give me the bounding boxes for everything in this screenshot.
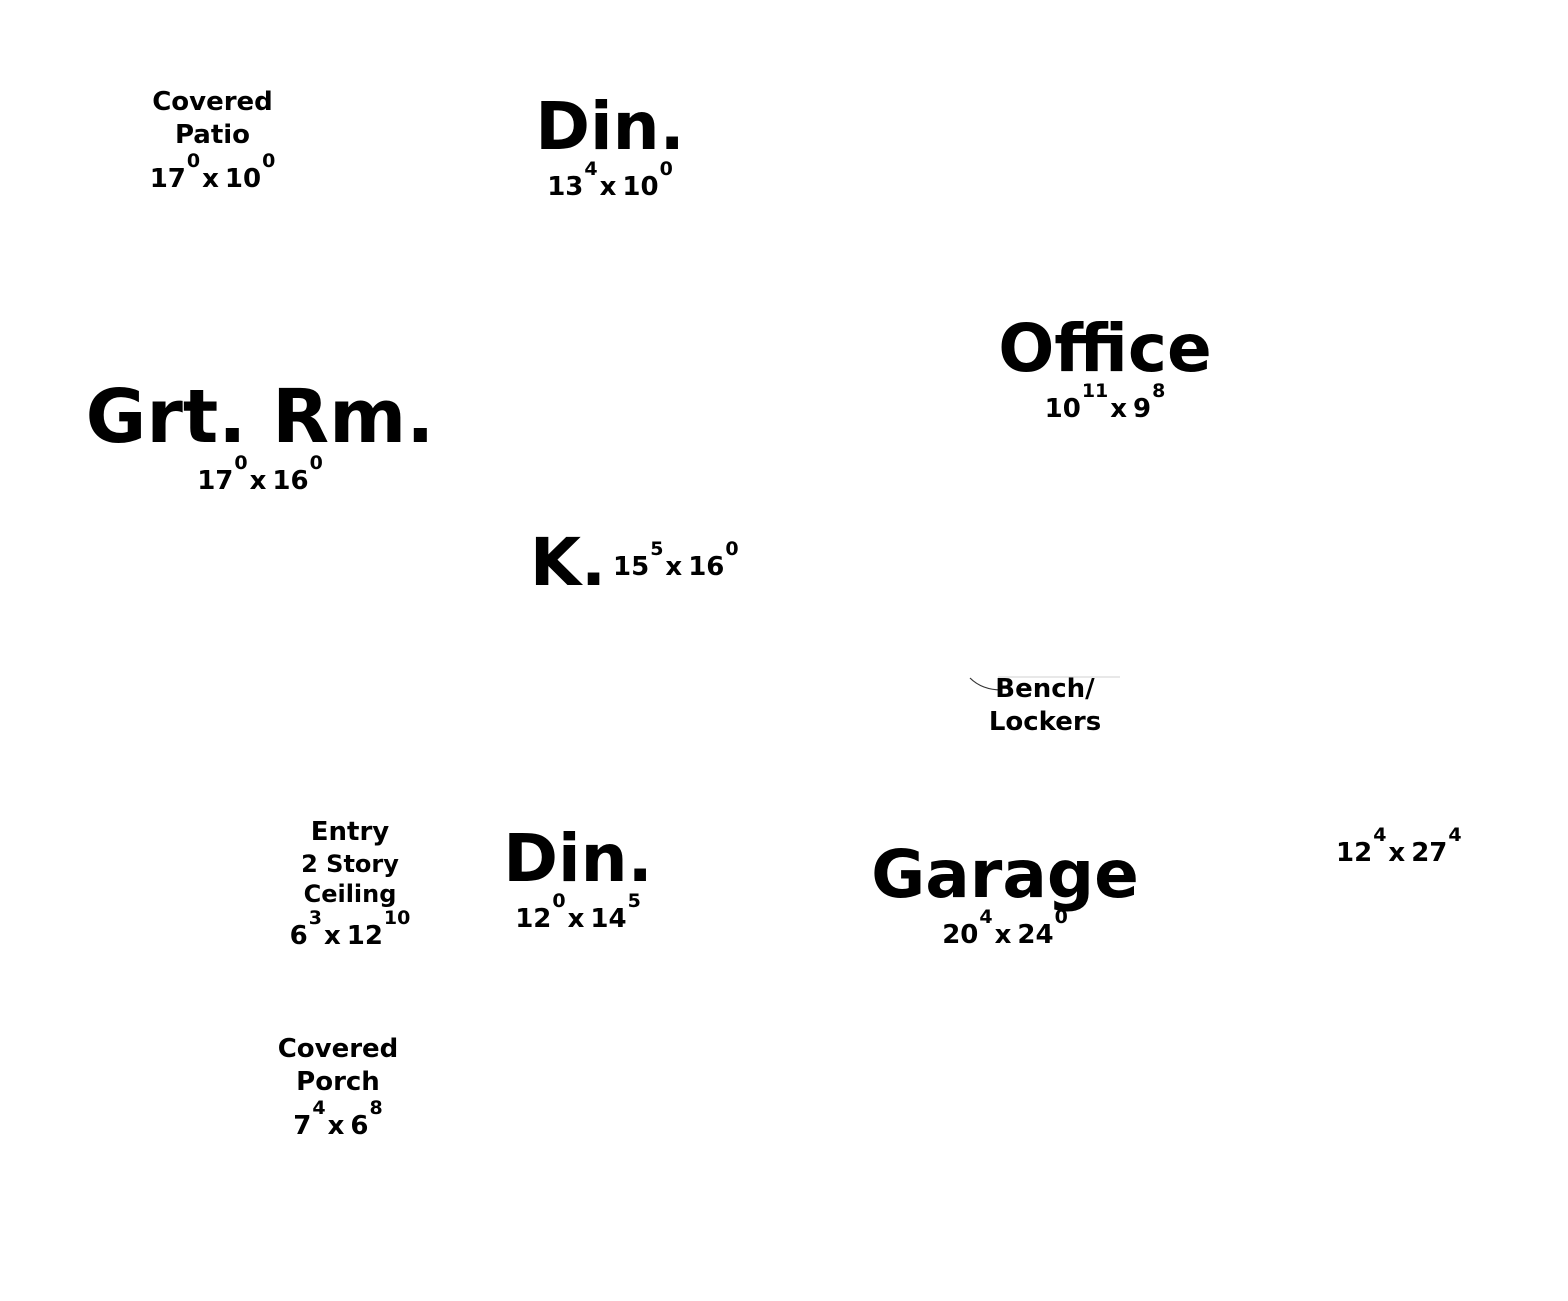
room-label-line: Porch [296,1066,380,1097]
depth-inches: 0 [309,452,323,474]
room-label: Garage [871,836,1139,913]
depth-feet: 14 [590,904,627,934]
width-feet: 10 [1044,394,1081,424]
dimension-separator: x [665,552,683,582]
width-inches: 5 [650,538,664,560]
width-inches: 4 [979,906,993,928]
depth-feet: 10 [224,163,262,194]
width-inches: 4 [312,1096,326,1119]
room-label-line: Ceiling [303,879,397,908]
dimension-separator: x [202,163,219,194]
room-label-line: 2 Story [301,849,399,878]
room-label-line: Covered [152,87,273,117]
dimension-separator: x [1110,394,1128,424]
room-label: Grt. Rm. [85,374,435,460]
width-feet: 6 [289,920,308,951]
width-feet: 12 [1336,838,1373,868]
room-label: Din. [535,88,685,165]
room-label-line: Patio [174,119,251,150]
width-inches: 11 [1081,380,1109,402]
width-inches: 4 [584,158,598,180]
width-feet: 13 [547,172,584,202]
depth-feet: 16 [272,466,309,496]
dimension-separator: x [567,904,585,934]
room-bench-lockers: Bench/ Lockers [975,673,1115,739]
depth-feet: 10 [622,172,659,202]
room-label: K. [529,524,607,601]
dimension-separator: x [249,466,267,496]
depth-inches: 0 [1054,906,1068,928]
depth-inches: 5 [627,890,641,912]
room-label: Office [998,310,1212,387]
depth-inches: 0 [725,538,739,560]
depth-feet: 16 [688,552,725,582]
depth-feet: 12 [346,920,383,951]
dimension-separator: x [327,1110,345,1141]
depth-inches: 10 [383,906,411,929]
width-feet: 17 [197,466,234,496]
room-label-line: Covered [277,1034,399,1064]
width-feet: 15 [613,552,650,582]
depth-feet: 9 [1133,394,1152,424]
room-kitchen: K. [518,530,618,596]
width-inches: 0 [234,452,248,474]
depth-inches: 0 [659,158,673,180]
width-feet: 17 [149,163,186,194]
room-label-line: Bench/ [995,674,1095,704]
width-inches: 3 [308,906,322,929]
width-feet: 20 [942,920,979,950]
width-inches: 0 [186,149,201,172]
depth-inches: 8 [1152,380,1166,402]
width-inches: 0 [552,890,566,912]
depth-inches: 0 [262,149,276,172]
depth-feet: 24 [1017,920,1054,950]
width-feet: 12 [515,904,552,934]
dimension-separator: x [994,920,1012,950]
dimension-separator: x [599,172,617,202]
width-feet: 7 [293,1110,312,1141]
dimension-separator: x [323,920,341,951]
depth-inches: 4 [1448,824,1462,846]
bench-arc-line [969,676,1120,691]
depth-feet: 6 [350,1110,369,1141]
depth-feet: 27 [1411,838,1448,868]
width-inches: 4 [1373,824,1387,846]
depth-inches: 8 [369,1096,383,1119]
dimension-separator: x [1388,838,1406,868]
room-label: Din. [503,820,653,897]
room-label-line: Entry [310,817,390,847]
room-label-line: Lockers [988,706,1102,737]
